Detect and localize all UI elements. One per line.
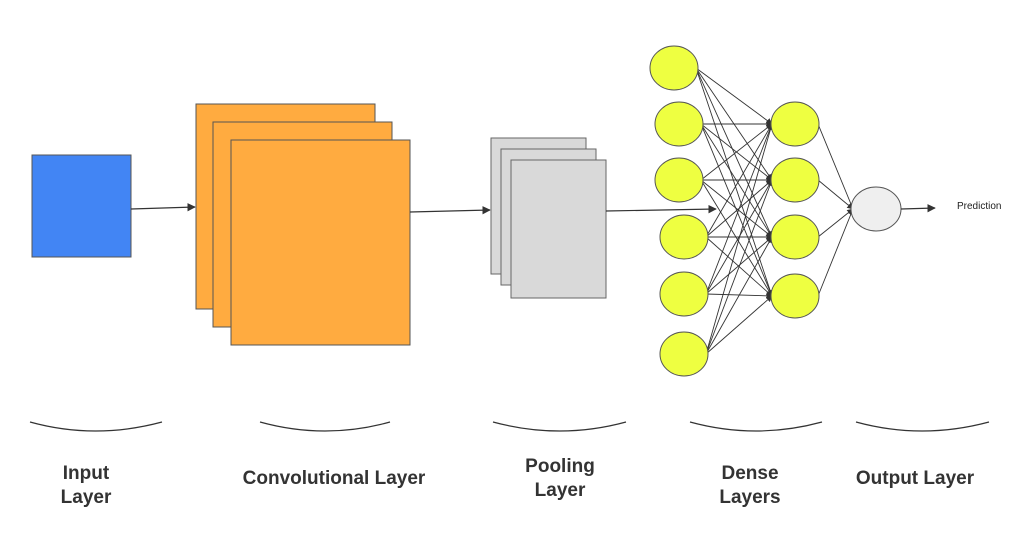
label-output: Output Layer — [855, 468, 975, 489]
dense1-neuron-5 — [659, 331, 709, 377]
connection-h1-0-h2-3 — [695, 67, 774, 297]
connection-h1-3-h2-0 — [705, 123, 773, 238]
dense2-neuron-0 — [770, 101, 820, 147]
label-dense-line2: Layers — [719, 487, 781, 508]
output-neuron — [850, 186, 902, 232]
connection-h1-2-h2-3 — [700, 179, 773, 297]
connection-h1-4-h2-0 — [705, 123, 773, 295]
arrow-output-prediction — [900, 204, 936, 213]
arrow-input-conv — [130, 203, 196, 212]
connection-h1-1-h2-3 — [700, 123, 773, 297]
input-square — [31, 154, 132, 258]
label-input-line1: Input — [62, 463, 110, 484]
connection-h2-1-out — [817, 179, 854, 210]
connection-h1-0-h2-2 — [695, 67, 773, 238]
dense1-neuron-3 — [659, 214, 709, 260]
dense1-neuron-4 — [659, 271, 709, 317]
bracket-output — [855, 421, 990, 432]
connection-h1-5-h2-0 — [705, 123, 774, 355]
bracket-conv — [259, 421, 391, 432]
bracket-dense — [689, 421, 823, 432]
connection-h1-4-h2-1 — [705, 179, 773, 295]
dense-connections — [695, 67, 854, 355]
label-pooling-line2: Layer — [534, 480, 586, 501]
bracket-input — [29, 421, 163, 432]
connection-h1-5-h2-1 — [705, 179, 773, 355]
bracket-pooling — [492, 421, 627, 432]
label-conv: Convolutional Layer — [242, 468, 426, 489]
connection-h1-2-h2-0 — [700, 123, 773, 181]
dense2-neuron-3 — [770, 273, 820, 319]
dense2-neuron-1 — [770, 157, 820, 203]
dense1-neuron-1 — [654, 101, 704, 147]
connection-h2-3-out — [817, 208, 854, 297]
connection-h2-2-out — [817, 208, 854, 238]
arrow-conv-pool — [409, 205, 491, 215]
pool-map-3 — [510, 159, 607, 299]
label-dense-line1: Dense — [721, 463, 779, 484]
prediction-label: Prediction — [957, 201, 1002, 212]
label-input: Input Layer — [36, 462, 136, 510]
connection-h2-0-out — [817, 123, 854, 210]
connection-h1-4-h2-2 — [705, 236, 773, 295]
dense2-neuron-2 — [770, 214, 820, 260]
connection-h1-0-h2-0 — [695, 67, 773, 125]
connection-h1-2-h2-2 — [700, 179, 773, 238]
connection-h1-5-h2-3 — [705, 295, 773, 355]
connection-h1-1-h2-2 — [700, 123, 773, 238]
conv-map-3 — [230, 139, 411, 346]
dense1-neuron-2 — [654, 157, 704, 203]
arrow-pool-dense — [605, 204, 717, 214]
label-input-line2: Layer — [60, 487, 112, 508]
dense1-neuron-0 — [649, 45, 699, 91]
label-dense: Dense Layers — [700, 462, 800, 510]
label-pooling-line1: Pooling — [525, 456, 595, 477]
connection-h1-5-h2-2 — [705, 236, 773, 355]
label-pooling: Pooling Layer — [510, 455, 610, 503]
dense-neurons — [649, 45, 902, 377]
